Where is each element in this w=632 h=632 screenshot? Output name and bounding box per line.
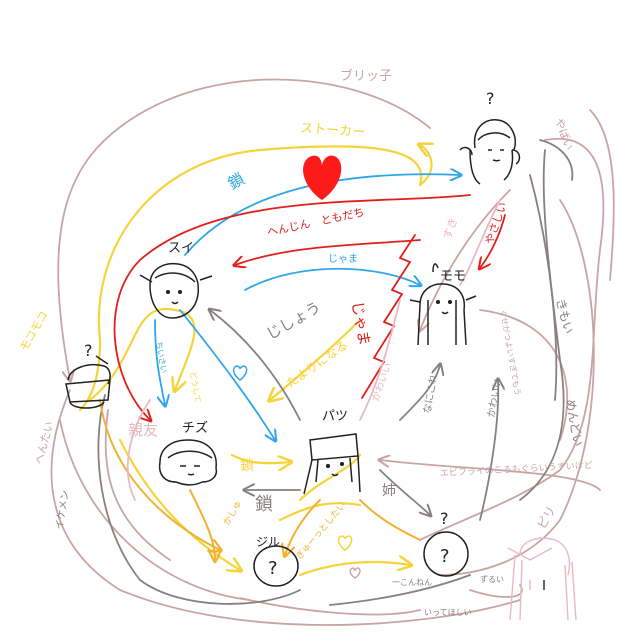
character-sui: スイ: [139, 241, 213, 319]
name-momo: モモ: [440, 269, 466, 284]
label-yasashii: やさしい: [483, 200, 510, 246]
label-jishou: じしょう: [263, 298, 324, 344]
name-chizu: チズ: [182, 420, 208, 436]
name-sui: スイ: [168, 241, 194, 256]
character-piri: ピリ: [507, 504, 577, 621]
question-mark-bottom-top: ?: [440, 509, 449, 528]
label-kusari-green: 鎖: [240, 458, 254, 474]
label-burikko: ブリッ子: [340, 68, 392, 84]
label-stalker: ストーカー: [300, 121, 366, 140]
name-pats: パツ: [322, 409, 348, 424]
yellow-links: [78, 145, 432, 577]
label-doushite: どうして: [188, 371, 202, 404]
label-kusari-black: 鎖: [255, 494, 273, 515]
label-kawaii: かわいい: [370, 361, 395, 403]
question-mark-jiru: ?: [268, 558, 278, 579]
big-heart: [303, 155, 342, 200]
label-kareshi: かわいい: [485, 377, 504, 418]
label-suki: すき: [441, 216, 461, 241]
label-henjin: へんじん ともだち: [266, 206, 366, 239]
gray-links: [97, 139, 574, 606]
blue-links: [154, 174, 460, 440]
label-ebifurai: エビフライのころもぐらいうすいけど: [440, 460, 593, 479]
question-mark-left: ?: [84, 341, 93, 360]
label-ikkonen: 一こんねん: [392, 578, 432, 587]
character-jiru: ジル ?: [253, 535, 299, 587]
label-mendoi: めんどい: [563, 398, 585, 447]
character-pats: パツ: [303, 409, 361, 495]
lightpink-links: [126, 199, 501, 501]
label-kusari-top: 鎖: [225, 169, 248, 193]
character-question-bottom: ? ?: [423, 509, 469, 577]
label-mokomoko: モコモコ: [17, 309, 50, 354]
label-shinyuu: 親友: [128, 421, 158, 439]
label-jama-red: じゃま: [348, 300, 374, 347]
pink-links: [50, 78, 615, 626]
character-question-left: ?: [65, 341, 111, 409]
question-mark-top: ?: [486, 89, 495, 108]
character-chizu: チズ: [158, 420, 218, 486]
label-ane: 姉: [382, 483, 396, 499]
label-zurui: ずるい: [480, 574, 504, 584]
label-kidzuite: ぎゅーっとしたい: [293, 499, 348, 562]
character-momo: モモ: [409, 263, 477, 346]
red-links: [113, 194, 506, 420]
orange-links: [99, 399, 421, 560]
question-mark-bottom: ?: [440, 546, 450, 567]
label-ka-shu: かしゅ: [221, 499, 244, 528]
small-heart-pink: [349, 567, 361, 579]
label-jama: じゃま: [328, 253, 358, 265]
labels: ブリッ子 ストーカー 鎖 へんじん ともだち じゃま すき やさしい じゃま た…: [17, 68, 593, 617]
label-tayori: たよりになる: [284, 338, 351, 391]
label-itte-hoshii: いってほしい: [424, 608, 472, 617]
small-heart-yellow: [337, 535, 353, 551]
small-heart-blue: [232, 365, 248, 381]
character-question-top: ?: [459, 89, 521, 185]
